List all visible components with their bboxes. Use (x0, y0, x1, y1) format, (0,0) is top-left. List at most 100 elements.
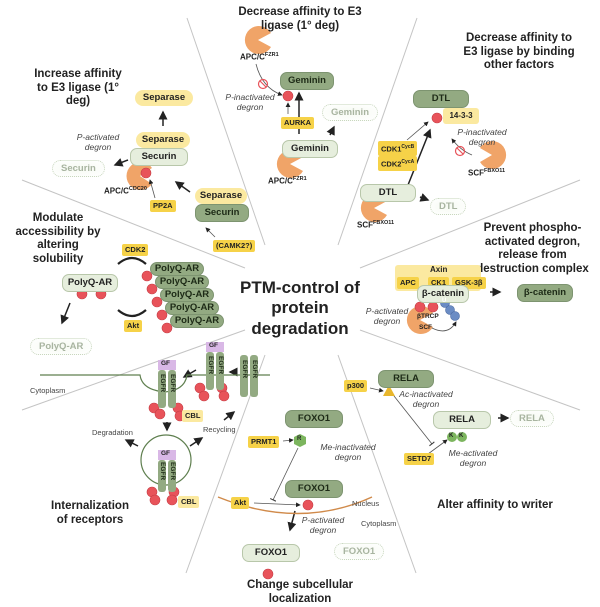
akt-badge: Akt (124, 320, 143, 332)
p-activated-degron-label: P-activated degron (76, 132, 120, 153)
geminin-degraded: Geminin (322, 104, 379, 121)
beta-catenin-released: β-catenin (517, 284, 573, 302)
egfr-label-3: EGFR (207, 356, 214, 375)
me-inactivated-degron-label: Me-inactivated degron (320, 442, 376, 463)
solubility-arcs (117, 256, 147, 318)
egfr-label-7: EGFR (159, 462, 166, 481)
title-binding-factors: Decrease affinity to E3 ligase by bindin… (463, 32, 575, 72)
pp2a-badge: PP2A (150, 200, 176, 212)
camk2-badge: (CAMK2?) (213, 240, 256, 252)
degradation-label: Degradation (92, 428, 133, 437)
apc-fzr1-pacman-icon (244, 26, 271, 54)
dtl-protein-dark: DTL (413, 90, 469, 108)
p-activated-degron-label-2: P-activated degron (365, 306, 409, 327)
gf-label-1: GF (161, 360, 171, 367)
foxo1-methylated: FOXO1 (285, 410, 343, 428)
ac-inactivated-degron-label: Ac-inactivated degron (399, 389, 453, 410)
apc-c-fzr1-label: APC/CFZR1 (240, 52, 279, 62)
foxo1-nuclear: FOXO1 (285, 480, 343, 498)
rela-acetylated: RELA (378, 370, 434, 388)
btrcp-label: βTRCP (417, 313, 439, 320)
polyq-ar-aggregate-4: PolyQ-AR (165, 301, 219, 315)
nucleus-label: Nucleus (352, 499, 380, 508)
polyq-ar-soluble: PolyQ-AR (62, 274, 118, 292)
gf-label-2: GF (209, 342, 219, 349)
14-3-3-protein: 14-3-3 (443, 108, 479, 124)
btrcp-scf-pacman-icon (406, 306, 433, 334)
akt-badge-2: Akt (231, 497, 250, 509)
egfr-label-6: EGFR (251, 360, 258, 379)
cytoplasm-label-2: Cytoplasm (361, 519, 397, 528)
sector-dividers (21, 17, 581, 574)
title-destruction-complex: Prevent phospho-activated degron, releas… (476, 222, 589, 275)
p-inactivated-degron-label: P-inactivated degron (225, 92, 275, 113)
separase-complex: Separase (195, 188, 247, 204)
title-solubility: Modulate accessibility by altering solub… (15, 212, 101, 265)
cbl-badge-2: CBL (178, 496, 200, 508)
cdk1-cycb-badge: CDK1CycB (378, 141, 418, 156)
egfr-label-2: EGFR (169, 374, 176, 393)
egfr-label-8: EGFR (169, 462, 176, 481)
thin-arrows (148, 63, 473, 508)
scf-label: SCF (419, 324, 432, 331)
polyq-ar-aggregate-5: PolyQ-AR (170, 314, 224, 328)
apc-c-fzr1-label-2: APC/CFZR1 (268, 176, 307, 186)
p300-badge: p300 (344, 380, 368, 392)
egfr-label-4: EGFR (217, 356, 224, 375)
egfr-label-5: EGFR (241, 360, 248, 379)
polyq-ar-aggregate-3: PolyQ-AR (160, 288, 214, 302)
title-increase-affinity: Increase affinity to E3 ligase (1° deg) (34, 68, 122, 108)
title-internalization: Internalization of receptors (51, 500, 129, 526)
separase-bound: Separase (136, 132, 190, 148)
securin-degraded: Securin (52, 160, 105, 177)
rela-degraded: RELA (510, 410, 554, 427)
egfr-receptors (158, 352, 258, 492)
polyq-ar-aggregate-2: PolyQ-AR (155, 275, 209, 289)
gf-ligands (158, 342, 224, 460)
dtl-protein-light: DTL (360, 184, 416, 202)
setd7-badge: SETD7 (404, 453, 435, 465)
foxo1-degraded: FOXO1 (334, 543, 385, 560)
center-title: PTM-control of protein degradation (240, 278, 360, 338)
title-localization: Change subcellular localization (246, 579, 354, 605)
p-activated-degron-label-3: P-activated degron (301, 515, 345, 536)
cbl-badge-1: CBL (182, 410, 204, 422)
inhibition-icons (257, 78, 466, 157)
apc-c-cdc20-label: APC/CCDC20 (104, 186, 147, 196)
e3-ligase-icons (126, 26, 507, 334)
securin-protein: Securin (130, 148, 188, 166)
arginine-label: R (297, 436, 302, 442)
scf-fbxo11-label-2: SCFFBXO11 (357, 220, 395, 230)
cdk2-badge: CDK2 (122, 244, 149, 256)
modification-marks (294, 385, 467, 447)
dtl-degraded: DTL (430, 198, 467, 215)
p-inactivated-degron-label-2: P-inactivated degron (457, 127, 507, 148)
geminin-protein-light: Geminin (282, 140, 338, 158)
polyq-ar-aggregate-1: PolyQ-AR (150, 262, 204, 276)
beta-catenin-bound: β-catenin (417, 285, 469, 303)
lysine-label-2: K (459, 433, 464, 439)
recycling-label: Recycling (203, 425, 236, 434)
apc-badge: APC (397, 277, 419, 289)
prmt1-badge: PRMT1 (248, 436, 280, 448)
title-writer: Alter affinity to writer (437, 499, 553, 511)
foxo1-cytoplasmic: FOXO1 (242, 544, 300, 562)
polyq-ar-degraded: PolyQ-AR (30, 338, 93, 355)
axin-label: Axin (430, 265, 448, 274)
separase-released: Separase (135, 90, 193, 106)
securin-complex: Securin (195, 204, 249, 222)
aurka-badge: AURKA (281, 117, 315, 129)
cytoplasm-label: Cytoplasm (30, 386, 66, 395)
me-activated-degron-label: Me-activated degron (448, 448, 498, 469)
gf-label-3: GF (161, 450, 171, 457)
scf-fbxo11-pacman-icon (480, 141, 507, 169)
ubiquitin-label: U (442, 298, 447, 304)
geminin-protein-dark: Geminin (280, 72, 334, 90)
lysine-label-1: K (449, 433, 454, 439)
cdk2-cyca-badge: CDK2CycA (378, 156, 418, 171)
scf-fbxo11-label: SCFFBXO11 (468, 168, 506, 178)
title-decrease-affinity: Decrease affinity to E3 ligase (1° deg) (238, 6, 362, 32)
rela-methylated: RELA (433, 411, 491, 429)
